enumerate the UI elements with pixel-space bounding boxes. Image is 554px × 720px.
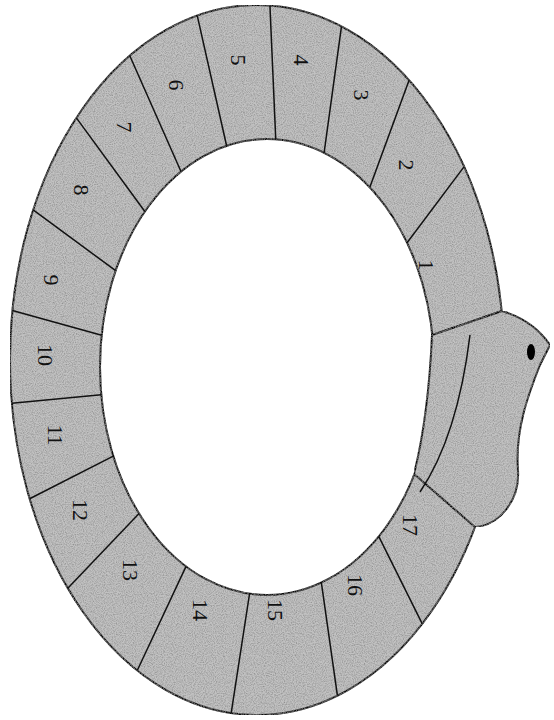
callout-number: 12: [69, 499, 91, 521]
snake-jaw: [420, 335, 470, 492]
segment-divider: [321, 583, 337, 696]
callout-number: 9: [39, 275, 61, 286]
segment-divider: [231, 594, 249, 713]
segment-divider: [270, 5, 276, 139]
callout-number: 11: [44, 424, 66, 445]
segment-dividers: [12, 5, 502, 713]
callout-number: 16: [344, 574, 366, 596]
segment-divider: [370, 80, 409, 187]
callout-number: 14: [189, 599, 211, 621]
segment-divider: [324, 26, 341, 152]
callout-number: 2: [394, 160, 416, 171]
segment-divider: [12, 395, 101, 403]
segment-divider: [137, 566, 186, 670]
segment-divider: [197, 16, 226, 146]
segment-divider: [30, 456, 114, 499]
snake-head: [414, 311, 550, 527]
callout-number: 1: [414, 260, 436, 271]
callout-number: 6: [164, 80, 186, 91]
callout-number: 17: [399, 514, 421, 536]
snake-eye: [527, 344, 535, 360]
segment-divider: [12, 311, 101, 336]
callout-number: 15: [264, 599, 286, 621]
callout-number: 5: [226, 55, 248, 66]
callout-number: 4: [289, 55, 311, 66]
callout-number: 13: [119, 559, 141, 581]
segment-divider: [379, 536, 423, 623]
callout-number: 3: [349, 90, 371, 101]
segment-divider: [407, 167, 464, 243]
segment-divider: [33, 210, 116, 271]
callout-number: 10: [34, 344, 56, 366]
callout-number: 8: [69, 185, 91, 196]
segment-divider: [130, 56, 181, 172]
callout-number: 7: [112, 122, 134, 133]
segment-divider: [76, 118, 145, 212]
